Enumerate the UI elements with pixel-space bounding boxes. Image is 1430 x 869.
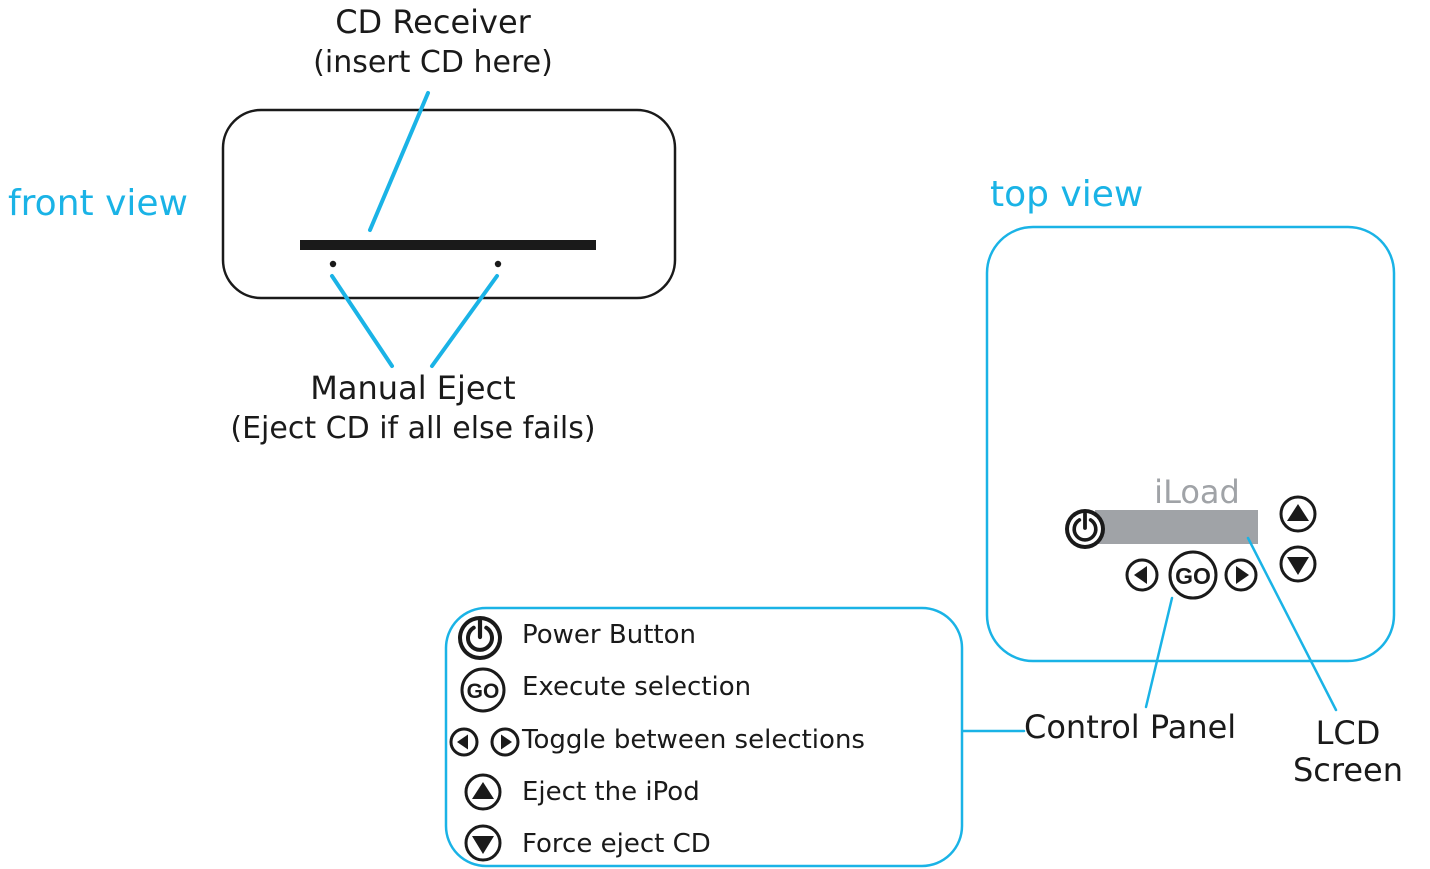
panel-up-arrow-icon	[1279, 495, 1317, 533]
legend-down-arrow-icon	[464, 824, 502, 862]
legend-go-label: GO	[467, 680, 500, 703]
legend-go-icon: GO	[460, 667, 506, 713]
manual-eject-hole-left	[329, 260, 337, 268]
cd-receiver-leader	[368, 91, 430, 232]
panel-left-arrow-icon	[1125, 558, 1159, 592]
legend-left-right-arrows-icon	[449, 727, 520, 757]
lcd-callout-line1: LCD	[1315, 714, 1381, 752]
legend-label-power: Power Button	[522, 620, 696, 650]
front-view-title: front view	[8, 183, 188, 224]
legend-up-arrow-icon	[464, 773, 502, 811]
panel-go-label: GO	[1175, 563, 1211, 589]
control-panel-callout: Control Panel	[1024, 708, 1237, 746]
front-view-device	[221, 108, 677, 300]
legend-frame	[444, 606, 964, 868]
panel-go-icon: GO	[1168, 550, 1218, 600]
legend-label-toggle: Toggle between selections	[522, 725, 865, 755]
panel-power-icon	[1065, 509, 1105, 549]
legend-label-down: Force eject CD	[522, 829, 711, 859]
front-device-body	[221, 108, 677, 300]
cd-receiver-note: (insert CD here)	[313, 45, 553, 80]
legend-box: GO	[444, 606, 964, 868]
legend-label-up: Eject the iPod	[522, 777, 700, 807]
lcd-screen	[1095, 510, 1258, 544]
manual-eject-leader-left	[330, 274, 394, 368]
lcd-callout-line2: Screen	[1292, 751, 1403, 789]
panel-right-arrow-icon	[1224, 558, 1258, 592]
cd-receiver-title: CD Receiver	[335, 3, 531, 41]
manual-eject-leader-right	[430, 274, 499, 368]
cd-slot	[300, 240, 596, 250]
manual-eject-hole-right	[494, 260, 502, 268]
legend-label-go: Execute selection	[522, 672, 752, 702]
manual-eject-note: (Eject CD if all else fails)	[230, 411, 596, 446]
brand-logo: iLoad	[1154, 473, 1240, 511]
manual-eject-title: Manual Eject	[310, 369, 516, 407]
control-panel-leader	[1144, 596, 1174, 709]
top-view-device: GO	[985, 225, 1396, 663]
panel-down-arrow-icon	[1279, 545, 1317, 583]
lcd-screen-leader	[1246, 536, 1338, 712]
legend-power-icon	[458, 616, 502, 660]
top-view-title: top view	[990, 174, 1144, 215]
